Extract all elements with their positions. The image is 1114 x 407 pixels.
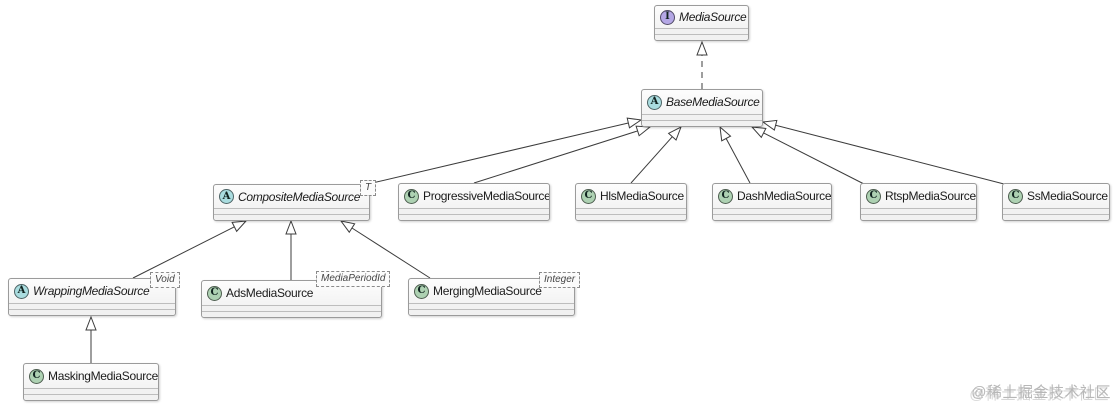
watermark-echo: @稀土掘金技术社区 — [969, 386, 1109, 403]
class-node-rtsp-media-source[interactable]: C RtspMediaSource — [860, 183, 977, 221]
abstract-spot-icon: A — [219, 189, 234, 204]
class-name: SsMediaSource — [1027, 189, 1108, 203]
empty-compartment — [713, 208, 831, 214]
hollow-triangle-arrowhead — [635, 125, 652, 137]
hollow-triangle-arrowhead — [761, 119, 778, 131]
class-node-base-media-source[interactable]: A BaseMediaSource — [641, 89, 763, 127]
class-title-bar: C DashMediaSource — [713, 184, 831, 208]
abstract-spot-icon: A — [14, 283, 29, 299]
class-name: RtspMediaSource — [885, 189, 976, 203]
class-title-bar: I MediaSource — [655, 6, 748, 28]
empty-compartment — [399, 208, 549, 214]
hollow-triangle-arrowhead — [696, 40, 708, 56]
class-spot-icon: C — [29, 368, 44, 384]
empty-compartment — [214, 208, 369, 214]
empty-compartment — [9, 309, 175, 315]
class-title-bar: A WrappingMediaSource — [9, 279, 175, 303]
class-name: MaskingMediaSource — [48, 369, 158, 383]
empty-compartment — [576, 208, 686, 214]
empty-compartment — [642, 114, 762, 120]
class-name: CompositeMediaSource — [238, 189, 361, 204]
watermark-text: @稀土掘金技术社区 — [971, 384, 1111, 401]
class-title-bar: A BaseMediaSource — [642, 90, 762, 114]
class-node-ads-media-source[interactable]: C AdsMediaSource — [201, 280, 382, 318]
empty-compartment — [655, 34, 748, 40]
class-name: MergingMediaSource — [433, 284, 542, 298]
class-title-bar: C AdsMediaSource — [202, 281, 381, 305]
hollow-triangle-arrowhead — [750, 126, 767, 139]
class-spot-icon: C — [207, 285, 222, 301]
empty-compartment — [24, 394, 158, 400]
generic-type-tag: T — [360, 180, 377, 196]
empty-compartment — [713, 214, 831, 220]
empty-compartment — [9, 303, 175, 309]
empty-compartment — [409, 309, 574, 315]
empty-compartment — [861, 208, 976, 214]
empty-compartment — [861, 214, 976, 220]
abstract-spot-icon: A — [647, 94, 662, 110]
class-node-ss-media-source[interactable]: C SsMediaSource — [1002, 183, 1110, 221]
interface-spot-icon: I — [660, 9, 675, 25]
empty-compartment — [409, 303, 574, 309]
class-name: MediaSource — [679, 10, 747, 24]
empty-compartment — [576, 214, 686, 220]
hollow-triangle-arrowhead — [85, 315, 97, 331]
class-node-media-source[interactable]: I MediaSource — [654, 5, 749, 41]
empty-compartment — [202, 311, 381, 317]
class-spot-icon: C — [414, 283, 429, 299]
class-name: AdsMediaSource — [226, 286, 314, 300]
class-spot-icon: C — [404, 188, 419, 204]
class-spot-icon: C — [581, 188, 596, 204]
empty-compartment — [399, 214, 549, 220]
class-spot-icon: C — [866, 188, 881, 204]
hollow-triangle-arrowhead — [626, 117, 643, 129]
inheritance-edge-WrappingMediaSource — [132, 226, 235, 279]
inheritance-edge-ProgressiveMediaSource — [473, 130, 638, 184]
empty-compartment — [202, 305, 381, 311]
inheritance-edge-HlsMediaSource — [630, 136, 673, 184]
hollow-triangle-arrowhead — [285, 219, 297, 235]
class-title-bar: C SsMediaSource — [1003, 184, 1109, 208]
class-title-bar: C RtspMediaSource — [861, 184, 976, 208]
class-spot-icon: C — [718, 188, 733, 204]
inheritance-edge-SsMediaSource — [775, 124, 1005, 185]
watermark: @稀土掘金技术社区 @稀土掘金技术社区 — [969, 381, 1111, 403]
empty-compartment — [655, 28, 748, 34]
class-node-masking-media-source[interactable]: C MaskingMediaSource — [23, 363, 159, 401]
class-spot-icon: C — [1008, 188, 1023, 204]
hollow-triangle-arrowhead — [339, 220, 356, 234]
class-title-bar: C MaskingMediaSource — [24, 364, 158, 388]
hollow-triangle-arrowhead — [719, 125, 732, 142]
class-title-bar: C ProgressiveMediaSource — [399, 184, 549, 208]
empty-compartment — [642, 120, 762, 126]
class-name: ProgressiveMediaSource — [423, 189, 549, 203]
class-name: WrappingMediaSource — [33, 284, 150, 298]
inheritance-edge-RtspMediaSource — [763, 132, 865, 185]
hollow-triangle-arrowhead — [231, 220, 248, 233]
generic-type-tag: Integer — [539, 272, 581, 288]
generic-type-tag: MediaPeriodId — [316, 271, 391, 287]
empty-compartment — [24, 388, 158, 394]
empty-compartment — [1003, 208, 1109, 214]
inheritance-edge-DashMediaSource — [725, 138, 751, 184]
class-node-hls-media-source[interactable]: C HlsMediaSource — [575, 183, 687, 221]
class-node-dash-media-source[interactable]: C DashMediaSource — [712, 183, 832, 221]
class-node-merging-media-source[interactable]: C MergingMediaSource — [408, 278, 575, 316]
class-node-wrapping-media-source[interactable]: A WrappingMediaSource — [8, 278, 176, 316]
hollow-triangle-arrowhead — [667, 125, 682, 141]
class-node-composite-media-source[interactable]: A CompositeMediaSource — [213, 184, 370, 221]
empty-compartment — [214, 214, 369, 220]
inheritance-edge-MergingMediaSource — [351, 227, 431, 279]
class-name: DashMediaSource — [737, 189, 831, 203]
class-node-progressive-media-source[interactable]: C ProgressiveMediaSource — [398, 183, 550, 221]
class-title-bar: C HlsMediaSource — [576, 184, 686, 208]
inheritance-edge-CompositeMediaSource — [367, 122, 629, 185]
class-name: HlsMediaSource — [600, 189, 684, 203]
class-title-bar: A CompositeMediaSource — [214, 185, 369, 208]
class-name: BaseMediaSource — [666, 95, 760, 109]
generic-type-tag: Void — [150, 272, 180, 288]
empty-compartment — [1003, 214, 1109, 220]
